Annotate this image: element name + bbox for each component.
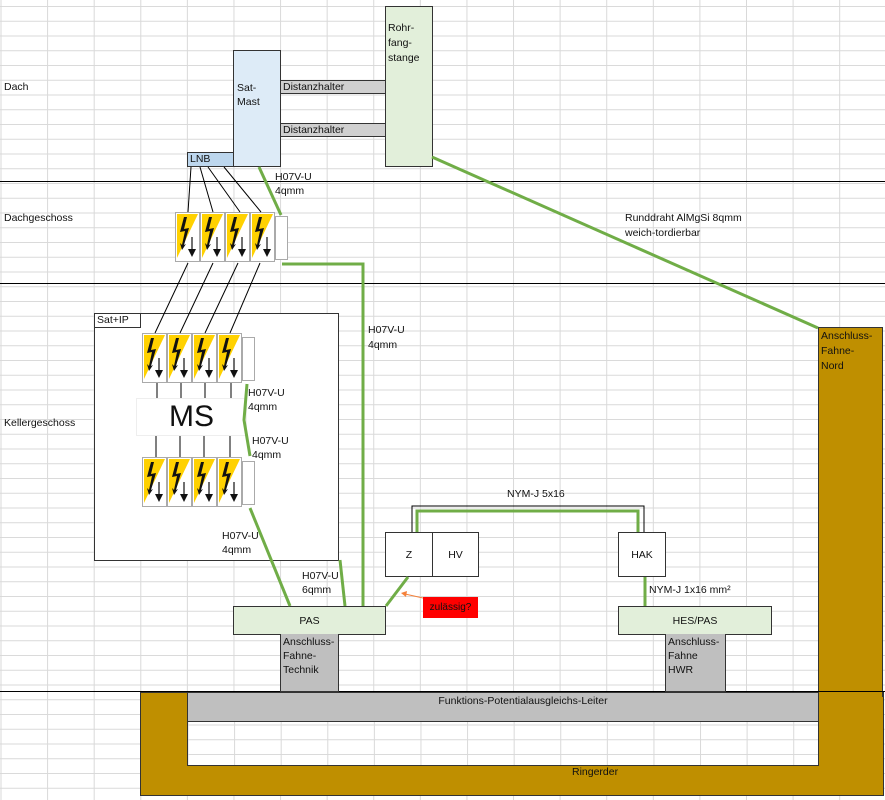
flag-technik-line: Fahne- (283, 650, 317, 662)
flag-hwr-line: Fahne (668, 650, 698, 662)
sat-mast-label: Mast (237, 96, 260, 108)
surge-protector-icon[interactable] (217, 333, 242, 383)
pas-label: PAS (299, 614, 320, 627)
sat-ip-text: Sat+IP (97, 314, 129, 326)
cable-label: H07V-U (368, 324, 405, 336)
coax-line (179, 262, 214, 334)
coax-line (207, 166, 241, 213)
cable-label: 4qmm (252, 449, 282, 461)
blank-module (242, 337, 255, 381)
level-label-attic: Dachgeschoss (4, 212, 73, 224)
surge-protector-icon[interactable] (142, 457, 167, 507)
cable-label: NYM-J 5x16 (507, 488, 565, 500)
air-terminal-label: stange (388, 52, 420, 64)
blank-module (242, 461, 255, 505)
multiswitch-label: MS (169, 400, 214, 433)
surge-protector-icon[interactable] (192, 457, 217, 507)
cable-label: 4qmm (368, 339, 398, 351)
lnb-label: LNB (190, 153, 211, 165)
cable-label: 6qmm (302, 584, 332, 596)
coax-line (199, 166, 214, 213)
green-ground-wire (282, 262, 365, 606)
surge-protector-icon[interactable] (217, 457, 242, 507)
floor-divider (0, 283, 885, 284)
air-terminal-label: fang- (388, 37, 412, 49)
surge-protector-row-basement-upper (142, 333, 255, 383)
surge-protector-icon[interactable] (225, 212, 250, 262)
question-badge: zulässig? (423, 597, 478, 618)
air-terminal-label: Rohr- (388, 22, 415, 34)
flag-hwr-line: HWR (668, 664, 694, 676)
cable-label: 4qmm (222, 544, 252, 556)
round-wire (431, 155, 819, 330)
green-ground-wire (338, 559, 347, 607)
flag-nord-line: Fahne- (821, 345, 855, 357)
arrow-icon (401, 591, 424, 599)
coax-line (204, 262, 239, 334)
surge-protector-icon[interactable] (167, 333, 192, 383)
anschluss-fahne-technik[interactable]: Anschluss- Fahne- Technik (280, 634, 339, 692)
cable-label: H07V-U (252, 435, 289, 447)
level-label-basement: Kellergeschoss (4, 417, 76, 429)
green-ground-wire (384, 576, 410, 607)
standoff-label: Distanzhalter (283, 81, 345, 93)
coax-line (223, 166, 262, 213)
lnb[interactable]: LNB (187, 152, 234, 167)
sat-mast-label: Sat- (237, 82, 257, 94)
hak-label: HAK (631, 548, 653, 561)
green-ground-wire (248, 507, 292, 607)
surge-protector-icon[interactable] (250, 212, 275, 262)
nym-5x16-cable (411, 505, 645, 532)
hes-pas-label: HES/PAS (672, 614, 718, 627)
flag-nord-line: Anschluss- (821, 330, 873, 342)
cable-label: H07V-U (222, 530, 259, 542)
coax-line (187, 166, 192, 213)
anschluss-fahne-hwr[interactable]: Anschluss- Fahne HWR (665, 634, 726, 692)
coax-line (229, 262, 261, 334)
green-pe-wire (415, 509, 640, 532)
multiswitch[interactable]: MS (136, 398, 247, 436)
floor-divider (0, 181, 885, 182)
cable-label: NYM-J 1x16 mm² (649, 584, 731, 596)
anschluss-fahne-nord[interactable]: Anschluss- Fahne- Nord (818, 327, 883, 697)
question-text: zulässig? (429, 602, 472, 613)
sat-mast[interactable]: Sat- Mast (233, 50, 281, 167)
cable-label: 4qmm (248, 401, 278, 413)
cable-label: H07V-U (275, 171, 312, 183)
floor-divider (0, 691, 885, 692)
sat-ip-label: Sat+IP (94, 313, 141, 328)
surge-protector-icon[interactable] (142, 333, 167, 383)
flag-hwr-line: Anschluss- (668, 636, 720, 648)
main-distribution-label: HV (448, 548, 463, 561)
surge-protector-icon[interactable] (200, 212, 225, 262)
green-ground-wire (257, 166, 283, 216)
cable-label: H07V-U (248, 387, 285, 399)
cable-label: 4qmm (275, 185, 305, 197)
surge-protector-icon[interactable] (175, 212, 200, 262)
standoff-label: Distanzhalter (283, 124, 345, 136)
flag-nord-line: Nord (821, 360, 844, 372)
surge-protector-icon[interactable] (167, 457, 192, 507)
surge-protector-row-basement-lower (142, 457, 255, 507)
meter-label: Z (405, 548, 413, 561)
hak-box[interactable]: HAK (618, 532, 666, 577)
fpal-conductor[interactable]: Funktions-Potentialausgleichs-Leiter (187, 692, 819, 722)
blank-module (275, 216, 288, 260)
fpal-label: Funktions-Potentialausgleichs-Leiter (438, 695, 608, 707)
ring-earth-label: Ringerder (572, 766, 619, 778)
main-distribution-box[interactable]: HV (432, 532, 479, 577)
standoff-upper[interactable]: Distanzhalter (280, 80, 386, 94)
flag-technik-line: Technik (283, 664, 319, 676)
wire-label: Runddraht AlMgSi 8qmm (625, 212, 742, 224)
coax-line (154, 262, 189, 334)
surge-protector-row-attic (175, 212, 288, 262)
level-label-roof: Dach (4, 81, 29, 93)
cable-label: H07V-U (302, 570, 339, 582)
air-terminal-rod[interactable]: Rohr- fang- stange (385, 6, 433, 167)
flag-technik-line: Anschluss- (283, 636, 335, 648)
standoff-lower[interactable]: Distanzhalter (280, 123, 386, 137)
green-ground-wire (242, 383, 252, 457)
surge-protector-icon[interactable] (192, 333, 217, 383)
wire-label: weich-tordierbar (625, 227, 701, 239)
